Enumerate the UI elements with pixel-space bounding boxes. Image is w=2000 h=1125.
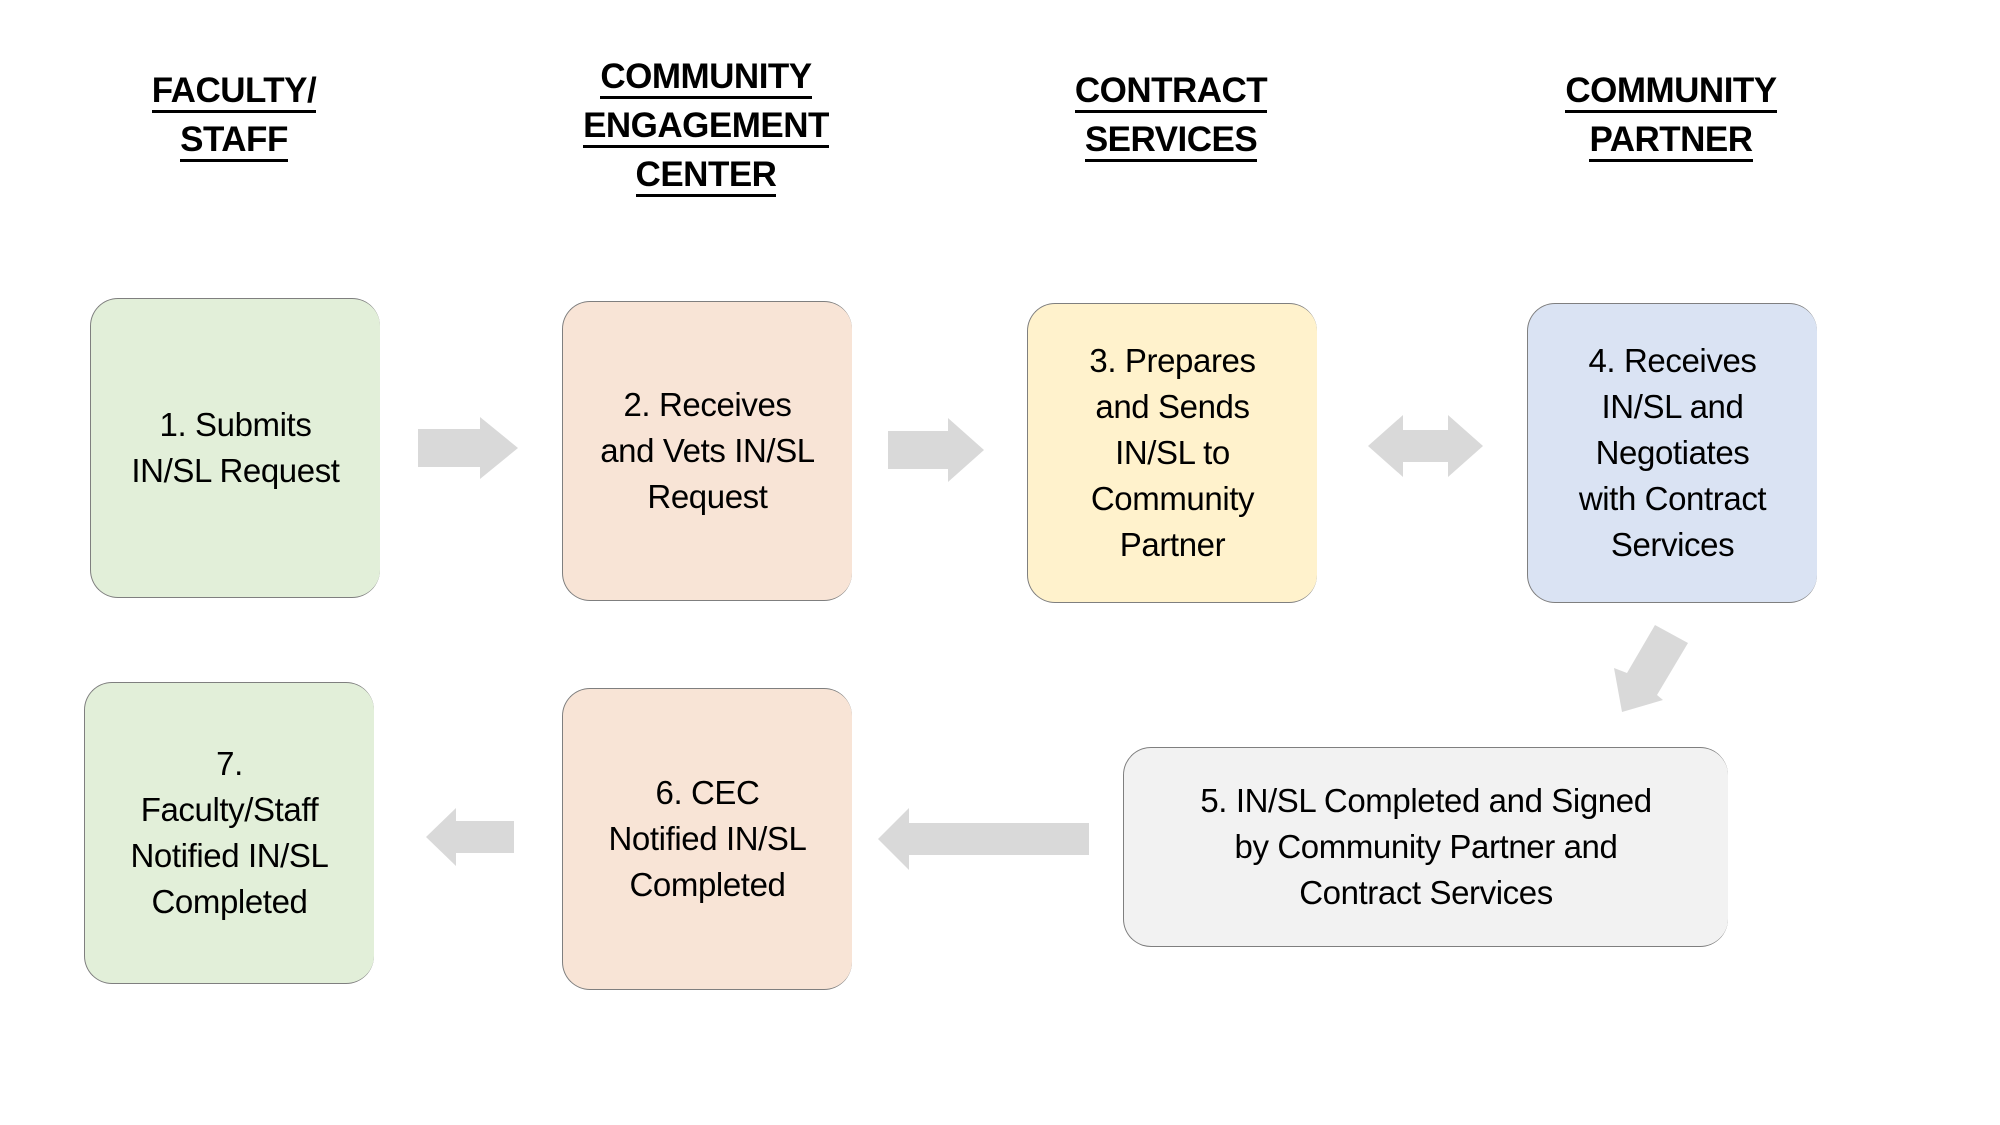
step-5-label: 5. IN/SL Completed and Signed by Communi…	[1200, 782, 1652, 911]
header-line: ENGAGEMENT	[583, 107, 829, 148]
header-line: FACULTY/	[151, 72, 317, 113]
arrow-step6-to-step7	[426, 808, 514, 866]
header-line: PARTNER	[1589, 121, 1753, 162]
header-line: SERVICES	[1084, 121, 1258, 162]
step-3-label: 3. Prepares and Sends IN/SL to Community…	[1089, 342, 1256, 563]
step-2-label: 2. Receives and Vets IN/SL Request	[600, 386, 815, 515]
step-1-label: 1. Submits IN/SL Request	[131, 406, 340, 489]
header-community-partner: COMMUNITY PARTNER	[1521, 66, 1821, 164]
step-7-label: 7. Faculty/Staff Notified IN/SL Complete…	[130, 745, 329, 920]
arrow-step4-to-step5	[1614, 625, 1688, 712]
header-community-engagement-center: COMMUNITY ENGAGEMENT CENTER	[556, 52, 856, 199]
step-4-box: 4. Receives IN/SL and Negotiates with Co…	[1527, 303, 1817, 603]
header-line: COMMUNITY	[1565, 72, 1777, 113]
header-line: COMMUNITY	[600, 58, 812, 99]
header-line: CONTRACT	[1074, 72, 1268, 113]
step-4-label: 4. Receives IN/SL and Negotiates with Co…	[1578, 342, 1767, 563]
header-contract-services: CONTRACT SERVICES	[1041, 66, 1301, 164]
step-7-box: 7. Faculty/Staff Notified IN/SL Complete…	[84, 682, 374, 984]
step-3-box: 3. Prepares and Sends IN/SL to Community…	[1027, 303, 1317, 603]
header-line: CENTER	[635, 156, 777, 197]
arrow-step5-to-step6	[878, 808, 1089, 870]
double-arrow-step3-step4	[1368, 415, 1483, 477]
step-6-label: 6. CEC Notified IN/SL Completed	[608, 774, 807, 903]
step-2-box: 2. Receives and Vets IN/SL Request	[562, 301, 852, 601]
arrow-step2-to-step3	[888, 418, 984, 482]
step-1-box: 1. Submits IN/SL Request	[90, 298, 380, 598]
header-line: STAFF	[180, 121, 288, 162]
header-faculty-staff: FACULTY/ STAFF	[104, 66, 364, 164]
step-5-box: 5. IN/SL Completed and Signed by Communi…	[1123, 747, 1728, 947]
step-6-box: 6. CEC Notified IN/SL Completed	[562, 688, 852, 990]
arrow-step1-to-step2	[418, 417, 518, 479]
